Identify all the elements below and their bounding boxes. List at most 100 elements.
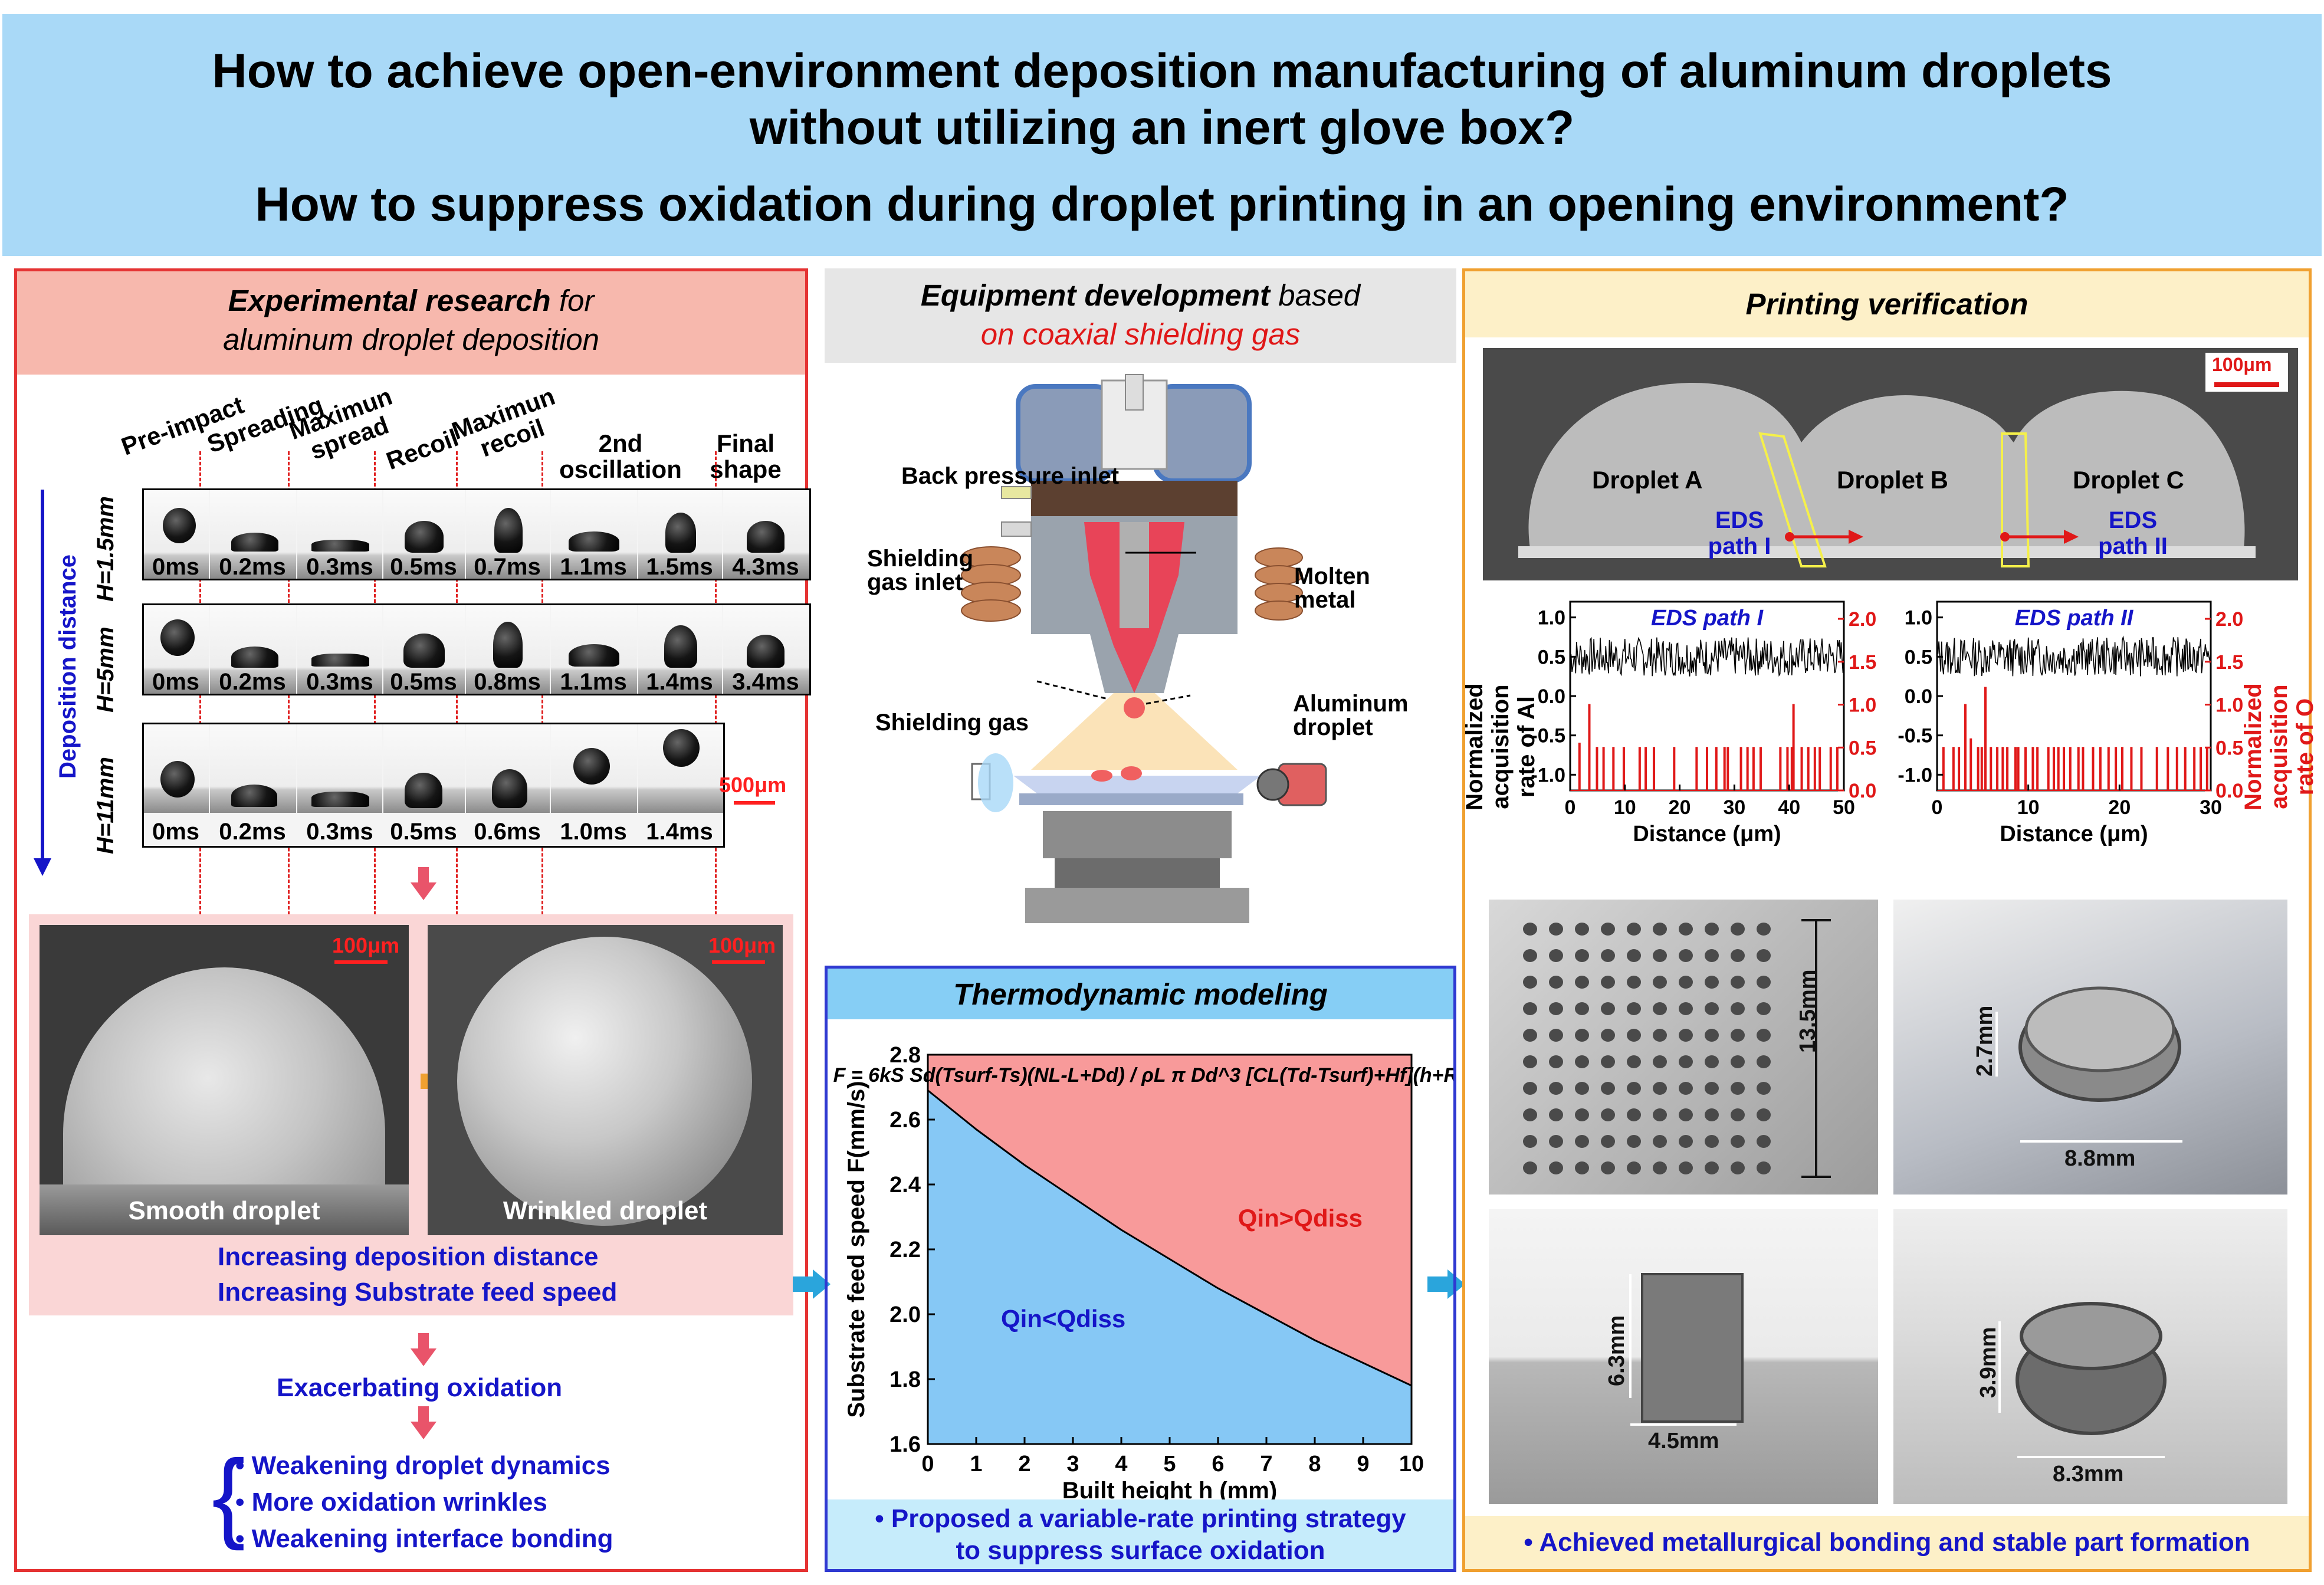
printed-dot (1653, 976, 1667, 989)
droplet-image (311, 654, 369, 667)
block-width-dimension: 4.5mm (1648, 1429, 1719, 1453)
y-axis-label: Substrate feed speed F(mm/s) (843, 1081, 869, 1417)
droplet-image (403, 634, 445, 668)
printed-dot (1653, 1029, 1667, 1042)
printed-dot (1575, 1002, 1589, 1015)
y-tick-label-right: 1.0 (2215, 694, 2243, 717)
printed-dot (1653, 1161, 1667, 1174)
printed-dot (1601, 1029, 1615, 1042)
printed-dot (1523, 1082, 1537, 1095)
printed-dot (1653, 1002, 1667, 1015)
brace-icon: { (212, 1439, 245, 1551)
x-tick-label: 10 (1614, 796, 1636, 819)
droplet-image (311, 792, 369, 807)
printed-dot (1653, 1082, 1667, 1095)
printed-dot (1679, 1082, 1693, 1095)
printed-dot (1549, 1002, 1563, 1015)
printed-dot (1627, 1135, 1641, 1148)
left-panel-header: Experimental research for aluminum dropl… (17, 271, 805, 375)
ring2-width-dimension: 8.3mm (2053, 1462, 2124, 1486)
printed-dot (1627, 1029, 1641, 1042)
printed-dot (1523, 1135, 1537, 1148)
printed-dot (1679, 949, 1693, 962)
droplet-image (664, 625, 697, 668)
printed-dot (1731, 1161, 1745, 1174)
printed-dot (1601, 1135, 1615, 1148)
printed-dot (1679, 1161, 1693, 1174)
time-label: 4.3ms (732, 554, 799, 580)
y-tick-label: 2.6 (889, 1108, 921, 1133)
thermo-header: Thermodynamic modeling (953, 977, 1328, 1011)
printed-dot (1731, 1082, 1745, 1095)
aluminum-droplet-label: Aluminum droplet (1293, 691, 1409, 740)
printed-dot (1523, 1108, 1537, 1121)
time-label: 0.2ms (219, 819, 286, 845)
printed-dot (1549, 1055, 1563, 1068)
y-tick-label-left: -0.5 (1531, 725, 1565, 747)
printed-dot (1601, 1055, 1615, 1068)
printed-dot (1731, 949, 1745, 962)
region-above-fill (928, 1055, 1412, 1386)
left-header-line2: aluminum droplet deposition (223, 323, 599, 356)
scale-bar-label: 100μm (708, 933, 776, 957)
scale-bar-label: 500μm (719, 773, 787, 797)
eds-chart-title: EDS path II (2015, 606, 2134, 631)
printed-dot (1757, 949, 1771, 962)
printed-dot (1523, 923, 1537, 936)
effect-item: • Weakening droplet dynamics (235, 1451, 610, 1480)
droplet-image (747, 521, 784, 553)
printed-dot (1575, 976, 1589, 989)
droplet-image (569, 644, 619, 667)
droplet-image (663, 729, 700, 767)
x-tick-label: 3 (1066, 1452, 1079, 1476)
printed-dot (1601, 976, 1615, 989)
smooth-droplet-image: 100μm Smooth droplet (40, 925, 409, 1235)
y-tick-label-right: 1.5 (1849, 651, 1876, 674)
y-tick-label-right: 0.5 (1849, 737, 1876, 759)
y-tick-label: 2.4 (889, 1173, 921, 1197)
x-tick-label: 1 (970, 1452, 982, 1476)
printed-dot (1523, 1055, 1537, 1068)
printed-dot (1627, 1002, 1641, 1015)
droplet-image (665, 513, 696, 553)
y-tick-label-left: 0.5 (1538, 646, 1565, 668)
eds-x-axis-label: Distance (μm) (2000, 822, 2148, 846)
printed-dot (1575, 923, 1589, 936)
printed-dot (1575, 1161, 1589, 1174)
droplet-image (231, 785, 277, 807)
printed-dot (1575, 1029, 1589, 1042)
droplet-image (160, 761, 195, 798)
printed-dot (1757, 1002, 1771, 1015)
printed-dot (1757, 1055, 1771, 1068)
x-tick-label: 10 (1399, 1452, 1424, 1476)
printed-dot (1679, 1055, 1693, 1068)
region-below-label: Qin<Qdiss (1001, 1305, 1125, 1333)
scale-bar (734, 801, 775, 805)
droplet-image (311, 540, 369, 552)
x-tick-label: 7 (1260, 1452, 1272, 1476)
printed-dot (1627, 1055, 1641, 1068)
verification-conclusion: • Achieved metallurgical bonding and sta… (1524, 1528, 2250, 1557)
printed-dot (1549, 1082, 1563, 1095)
wrinkled-droplet-caption: Wrinkled droplet (503, 1196, 708, 1225)
row-label-h11: H=11mm (93, 757, 119, 854)
title-banner: How to achieve open-environment depositi… (2, 14, 2322, 256)
equation-label: F = 6kS Sd(Tsurf-Ts)(NL-L+Dd) / ρL π Dd^… (833, 1064, 1453, 1087)
printed-dot (1575, 1082, 1589, 1095)
stage-label: 2nd oscillation (559, 429, 682, 483)
equipment-header-rest: based (1270, 278, 1361, 312)
experimental-research-panel: Experimental research for aluminum dropl… (14, 268, 811, 1572)
droplet-image (163, 508, 196, 543)
time-label: 0.8ms (474, 669, 541, 695)
time-label: 0.5ms (390, 669, 457, 695)
x-tick-label: 30 (2200, 796, 2222, 819)
block-height-dimension: 6.3mm (1604, 1315, 1629, 1386)
printed-dot (1549, 976, 1563, 989)
o-series-line (1937, 687, 2211, 791)
sequence-row-h15: 0ms 0.2ms 0.3ms 0.5ms 0.7ms 1.1ms 1.5ms … (142, 488, 811, 580)
y-tick-label: 2.0 (889, 1302, 921, 1327)
printed-dot (1575, 949, 1589, 962)
equipment-header: Equipment development based on coaxial s… (825, 268, 1456, 363)
back-pressure-label: Back pressure inlet (901, 463, 1120, 489)
left-header-rest: for (550, 284, 595, 317)
